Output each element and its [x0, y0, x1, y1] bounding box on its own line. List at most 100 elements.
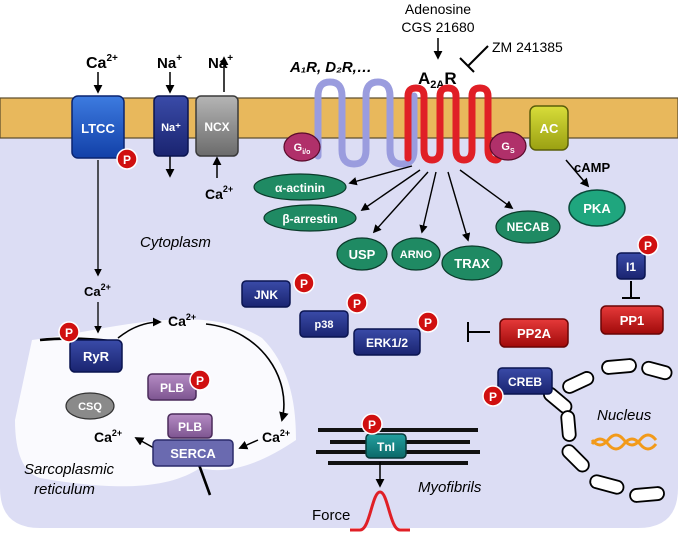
sr-membrane-lower: [196, 461, 212, 496]
svg-text:PLB: PLB: [160, 381, 184, 395]
svg-text:P: P: [489, 390, 497, 404]
partner-arno[interactable]: ARNO: [391, 237, 441, 271]
pp1-phosphatase[interactable]: PP1: [600, 305, 664, 335]
creb[interactable]: CREB: [497, 367, 553, 395]
ncx-exchanger[interactable]: [195, 95, 239, 157]
svg-text:NECAB: NECAB: [507, 220, 550, 234]
svg-text:Ca2+: Ca2+: [94, 428, 122, 445]
calcium-entry-label: Ca2+: [86, 53, 118, 72]
a1r-d2r-receptor[interactable]: [314, 78, 418, 168]
gio-protein[interactable]: Gi/o: [283, 132, 321, 162]
tni-phospho-badge: P: [361, 413, 383, 435]
myofibrils-label: Myofibrils: [418, 479, 482, 496]
svg-text:PLB: PLB: [178, 420, 202, 434]
sodium-entry-label: Na+: [157, 53, 182, 72]
svg-text:P: P: [196, 374, 204, 388]
pka[interactable]: PKA: [568, 189, 626, 227]
svg-text:Gi/o: Gi/o: [294, 142, 311, 156]
svg-text:Ca2+: Ca2+: [205, 184, 233, 202]
adenylyl-cyclase[interactable]: [529, 105, 569, 151]
creb-phospho-badge: P: [482, 385, 504, 407]
svg-text:TnI: TnI: [377, 440, 395, 454]
svg-text:P: P: [353, 297, 361, 311]
ncx-calcium-label: Ca2+: [205, 184, 233, 202]
svg-text:P: P: [424, 316, 432, 330]
svg-text:Ca2+: Ca2+: [86, 53, 118, 72]
erk-phospho-badge: P: [417, 311, 439, 333]
svg-text:PP1: PP1: [620, 313, 645, 328]
serca-lumen-arrow: [134, 437, 155, 449]
plb-phosphorylated[interactable]: PLB: [147, 373, 197, 401]
partner-necab[interactable]: NECAB: [495, 210, 561, 244]
svg-text:Ca2+: Ca2+: [262, 428, 290, 445]
partner-usp[interactable]: USP: [336, 237, 388, 271]
svg-text:Adenosine: Adenosine: [405, 1, 471, 17]
svg-text:P: P: [300, 277, 308, 291]
partner-trax[interactable]: TRAX: [441, 245, 503, 281]
a2ar-receptor[interactable]: [404, 84, 504, 164]
svg-text:PKA: PKA: [583, 201, 611, 216]
jnk-kinase[interactable]: JNK: [241, 280, 291, 308]
svg-text:P: P: [644, 239, 652, 253]
svg-text:CSQ: CSQ: [78, 401, 102, 413]
dna-strand-1: [590, 437, 658, 451]
svg-text:P: P: [65, 326, 73, 340]
svg-text:α-actinin: α-actinin: [275, 181, 325, 195]
serca-pump[interactable]: SERCA: [152, 439, 234, 467]
zm241385-label: ZM 241385: [492, 39, 563, 55]
p38-kinase[interactable]: p38: [299, 310, 349, 338]
tni[interactable]: TnI: [365, 433, 407, 459]
ltcc-label: LTCC: [81, 121, 115, 136]
ltcc-phospho-badge: P: [116, 148, 138, 170]
svg-text:TRAX: TRAX: [454, 256, 490, 271]
svg-text:GS: GS: [501, 141, 515, 155]
camp-arrow: [565, 159, 590, 188]
ncx-label: NCX: [204, 120, 229, 134]
serca-calcium-label: Ca2+: [262, 428, 290, 445]
partner-beta-arrestin[interactable]: β-arrestin: [263, 204, 357, 232]
erk-kinase[interactable]: ERK1/2: [353, 328, 421, 356]
gs-protein[interactable]: GS: [489, 131, 527, 161]
sr-calcium-label-top: Ca2+: [84, 282, 111, 299]
i1-inhibitor[interactable]: I1: [616, 252, 646, 280]
sodium-channel[interactable]: [153, 95, 189, 157]
svg-text:JNK: JNK: [254, 288, 278, 302]
svg-text:I1: I1: [626, 260, 636, 274]
svg-text:β-arrestin: β-arrestin: [282, 212, 337, 226]
svg-text:P: P: [368, 418, 376, 432]
csq[interactable]: CSQ: [65, 392, 115, 420]
plb-bound[interactable]: PLB: [167, 413, 213, 439]
svg-text:Na+: Na+: [208, 53, 233, 72]
sr-label: Sarcoplasmic reticulum: [24, 461, 115, 498]
camp-label: cAMP: [574, 160, 610, 175]
ryr-phospho-badge: P: [58, 321, 80, 343]
cytoplasm-label: Cytoplasm: [140, 234, 211, 251]
sodium-channel-label: Na⁺: [161, 122, 181, 134]
force-curve: [350, 490, 410, 532]
pp2a-phosphatase[interactable]: PP2A: [499, 318, 569, 348]
svg-text:Sarcoplasmic: Sarcoplasmic: [24, 461, 115, 478]
svg-text:P: P: [123, 153, 131, 167]
ryr-channel[interactable]: RyR: [69, 339, 123, 373]
force-label: Force: [312, 507, 350, 524]
pp2a-inhibition: [467, 322, 490, 342]
p38-phospho-badge: P: [346, 292, 368, 314]
svg-text:Ca2+: Ca2+: [168, 312, 196, 329]
ltcc-channel[interactable]: [71, 95, 125, 159]
svg-text:USP: USP: [349, 247, 376, 262]
zm241385-inhibition: [459, 45, 489, 73]
sr-calcium-label-cyto: Ca2+: [168, 312, 196, 329]
partner-arrows: [348, 165, 514, 242]
svg-text:Ca2+: Ca2+: [84, 282, 111, 299]
pp1-inhibition: [622, 281, 640, 299]
svg-text:RyR: RyR: [83, 349, 110, 364]
i1-phospho-badge: P: [637, 234, 659, 256]
ncx-sodium-label: Na+: [208, 53, 233, 72]
dna-strand-2: [590, 433, 658, 447]
svg-text:PP2A: PP2A: [517, 326, 552, 341]
nucleus-label: Nucleus: [597, 407, 652, 424]
svg-text:Na+: Na+: [157, 53, 182, 72]
partner-alpha-actinin[interactable]: α-actinin: [253, 173, 347, 201]
svg-text:p38: p38: [315, 319, 334, 331]
